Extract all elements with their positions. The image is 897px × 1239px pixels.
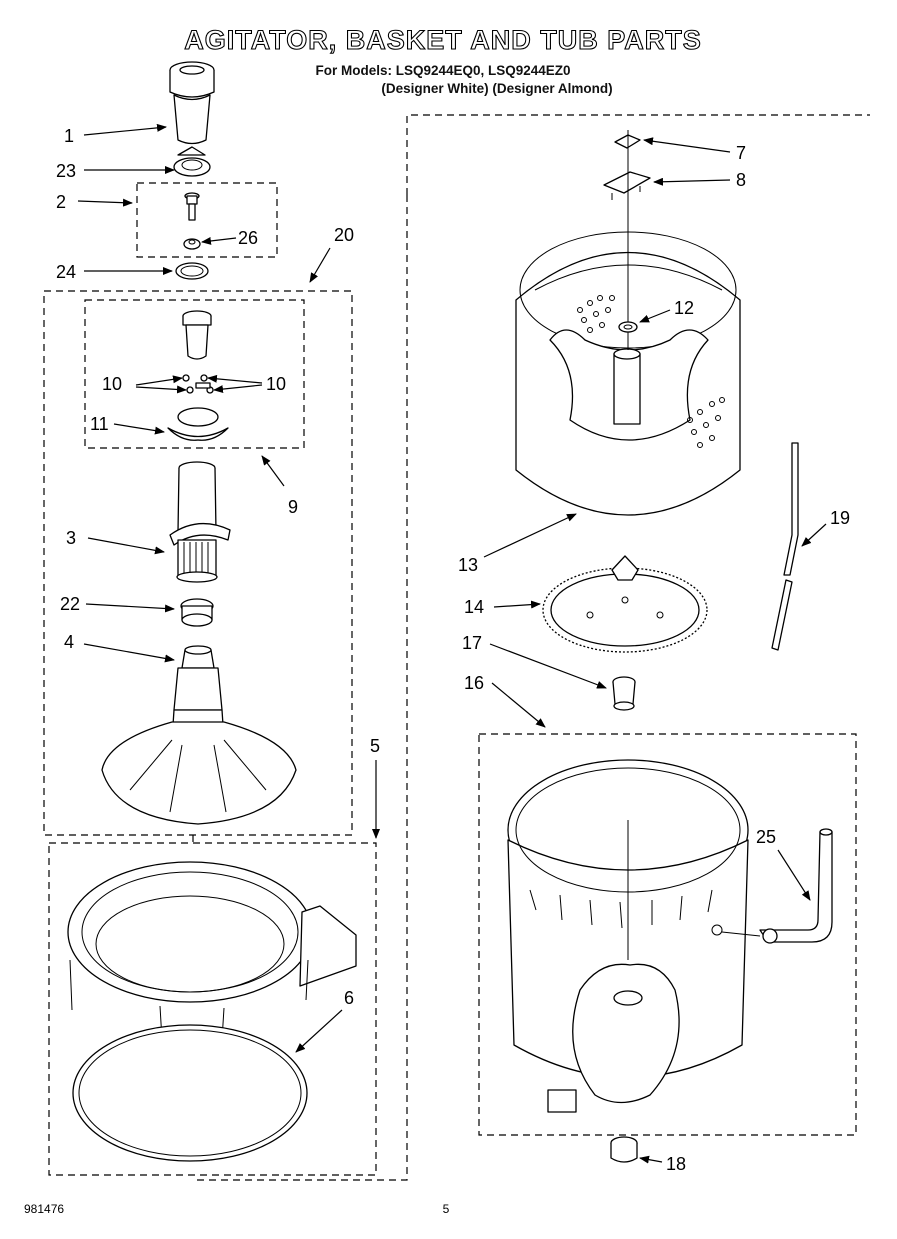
leader-14 xyxy=(493,600,541,609)
leader-4 xyxy=(83,643,175,663)
basket-group-line-lower xyxy=(197,195,408,1181)
colors-line: (Designer White) (Designer Almond) xyxy=(381,81,612,96)
leader-19 xyxy=(801,523,827,547)
doc-number: 981476 xyxy=(24,1202,64,1216)
basket-part xyxy=(515,130,741,516)
callout-3: 3 xyxy=(66,528,76,548)
callout-6: 6 xyxy=(344,988,354,1008)
callout-20: 20 xyxy=(334,225,354,245)
callout-1: 1 xyxy=(64,126,74,146)
agitator-barrel-part xyxy=(169,461,231,583)
callout-26: 26 xyxy=(238,228,258,248)
clamp-part xyxy=(603,171,651,200)
callout-14: 14 xyxy=(464,597,484,617)
leader-26 xyxy=(201,236,237,245)
leader-8 xyxy=(653,177,731,186)
basket-group-line xyxy=(406,114,870,195)
leader-10a-1 xyxy=(135,375,183,386)
leader-10b-2 xyxy=(213,384,263,394)
callout-10-left: 10 xyxy=(102,374,122,394)
leader-10a-2 xyxy=(135,385,187,394)
leader-11 xyxy=(113,423,165,435)
group-box-20 xyxy=(43,290,353,836)
hose-part xyxy=(771,442,799,651)
leader-1 xyxy=(83,123,167,136)
callout-18: 18 xyxy=(666,1154,686,1174)
page-number: 5 xyxy=(443,1202,450,1216)
leader-17 xyxy=(489,643,607,689)
leader-12 xyxy=(639,309,671,323)
bushing-part xyxy=(612,676,636,711)
dog-assembly-part xyxy=(167,310,229,441)
group-box-2 xyxy=(136,182,278,258)
snubber-ring-part xyxy=(72,1024,308,1162)
leader-25 xyxy=(777,849,811,901)
callout-7: 7 xyxy=(736,143,746,163)
basket-nut-part xyxy=(618,321,638,333)
leader-13 xyxy=(483,513,577,558)
callout-16: 16 xyxy=(464,673,484,693)
leader-6 xyxy=(295,1009,343,1053)
bolt-part xyxy=(183,192,201,250)
callout-10-right: 10 xyxy=(266,374,286,394)
callout-5: 5 xyxy=(370,736,380,756)
leader-7 xyxy=(643,137,731,153)
leader-9 xyxy=(261,455,285,487)
leader-22 xyxy=(85,603,175,613)
callout-23: 23 xyxy=(56,161,76,181)
models-line: For Models: LSQ9244EQ0, LSQ9244EZ0 xyxy=(315,63,570,78)
group-box-5 xyxy=(48,842,377,1176)
seal-ring-part xyxy=(175,262,209,280)
callout-9: 9 xyxy=(288,497,298,517)
leader-16 xyxy=(491,682,546,728)
group-box-16 xyxy=(478,733,857,1136)
page-title: AGITATOR, BASKET AND TUB PARTS xyxy=(184,25,702,55)
callout-11: 11 xyxy=(90,414,109,434)
tub-ring-part xyxy=(67,861,357,1041)
hub-part xyxy=(542,555,708,653)
callout-12: 12 xyxy=(674,298,694,318)
callout-17: 17 xyxy=(462,633,482,653)
leader-10b-1 xyxy=(207,374,263,384)
leader-3 xyxy=(87,537,165,555)
callout-19: 19 xyxy=(830,508,850,528)
callout-4: 4 xyxy=(64,632,74,652)
leader-20 xyxy=(309,247,331,283)
callout-25: 25 xyxy=(756,827,776,847)
leader-18 xyxy=(639,1155,663,1164)
callout-8: 8 xyxy=(736,170,746,190)
callout-2: 2 xyxy=(56,192,66,212)
drive-bell-part xyxy=(610,1136,638,1163)
outer-tub-part xyxy=(507,759,749,1113)
leader-2 xyxy=(77,198,133,207)
callout-22: 22 xyxy=(60,594,80,614)
callout-13: 13 xyxy=(458,555,478,575)
lower-agitator-part xyxy=(101,645,297,825)
group-box-9 xyxy=(84,299,305,449)
drain-hose-part xyxy=(721,828,833,944)
callout-24: 24 xyxy=(56,262,76,282)
agitator-cap-part xyxy=(169,61,215,145)
drive-cam-part xyxy=(180,598,214,627)
cam-part xyxy=(173,146,211,177)
